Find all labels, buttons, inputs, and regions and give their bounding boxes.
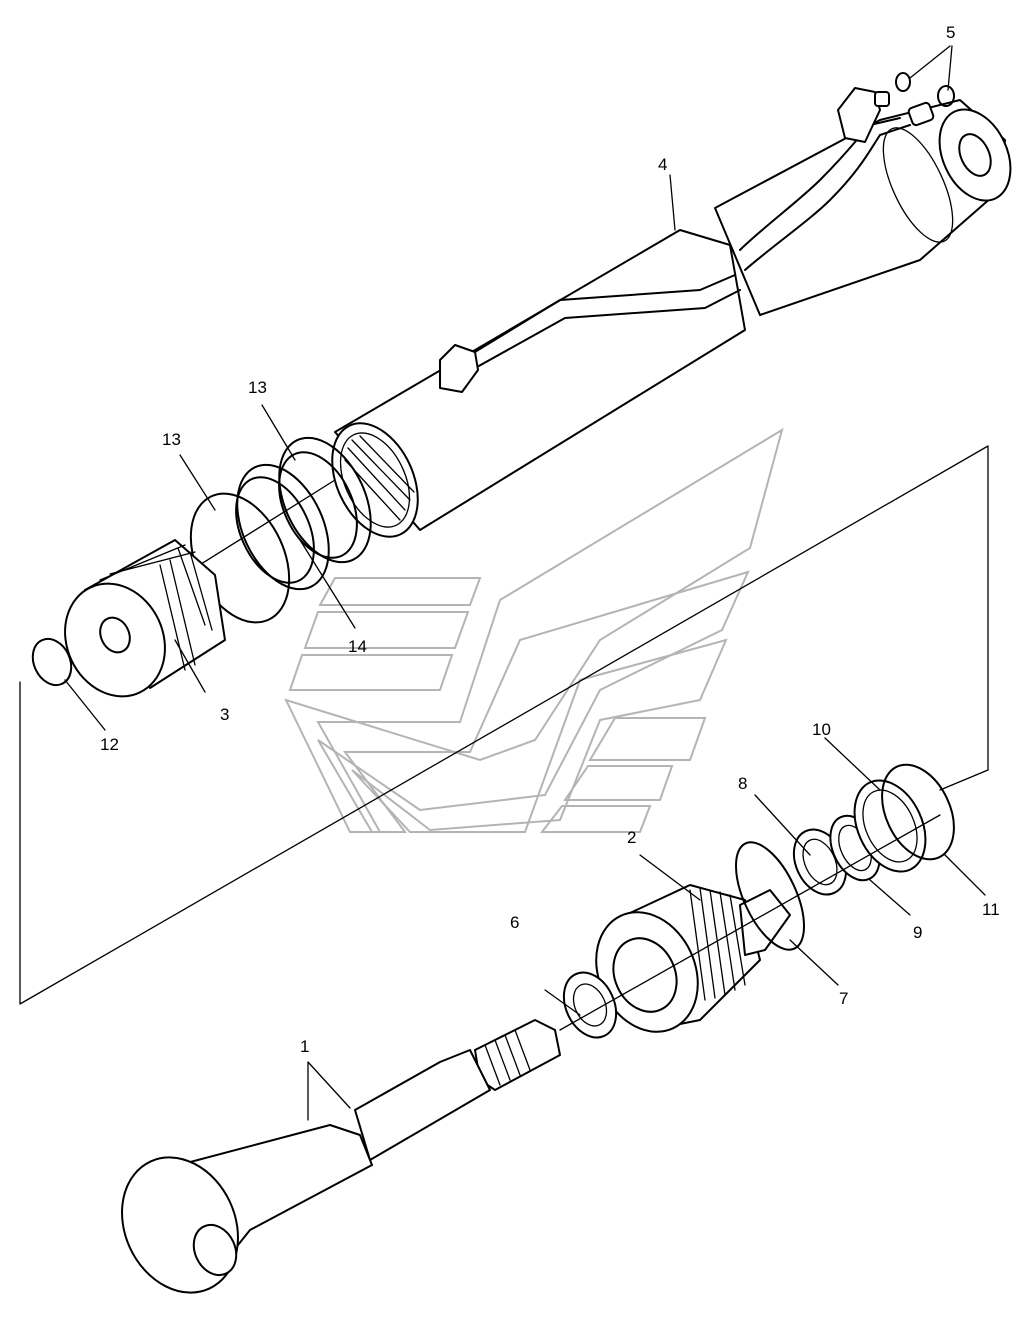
watermark-logo: [284, 427, 784, 833]
label-part-5: 5: [946, 23, 955, 42]
label-part-9: 9: [913, 923, 922, 942]
piston-rod: [121, 1019, 561, 1294]
label-part-6: 6: [510, 913, 519, 932]
o-ring-12: [31, 637, 73, 687]
label-part-10: 10: [812, 720, 831, 739]
label-part-12: 12: [100, 735, 119, 754]
piston: [64, 539, 226, 698]
label-part-7: 7: [839, 989, 848, 1008]
label-part-13b: 13: [162, 430, 181, 449]
label-part-3: 3: [220, 705, 229, 724]
label-part-13a: 13: [248, 378, 267, 397]
cylinder-barrel: [331, 87, 1012, 538]
o-rings-5: [895, 72, 955, 107]
label-part-1: 1: [300, 1037, 309, 1056]
label-part-8: 8: [738, 774, 747, 793]
assembly-lines: [19, 445, 989, 1005]
label-part-2: 2: [627, 828, 636, 847]
label-part-11: 11: [982, 900, 1000, 919]
label-part-14: 14: [348, 637, 367, 656]
head-seals: [559, 763, 955, 1039]
label-part-4: 4: [658, 155, 667, 174]
leader-lines: [64, 45, 986, 1121]
part-labels: 1 2 3 4 5 6 7 8 9 10 11 12 13 13 14: [100, 23, 1000, 1056]
